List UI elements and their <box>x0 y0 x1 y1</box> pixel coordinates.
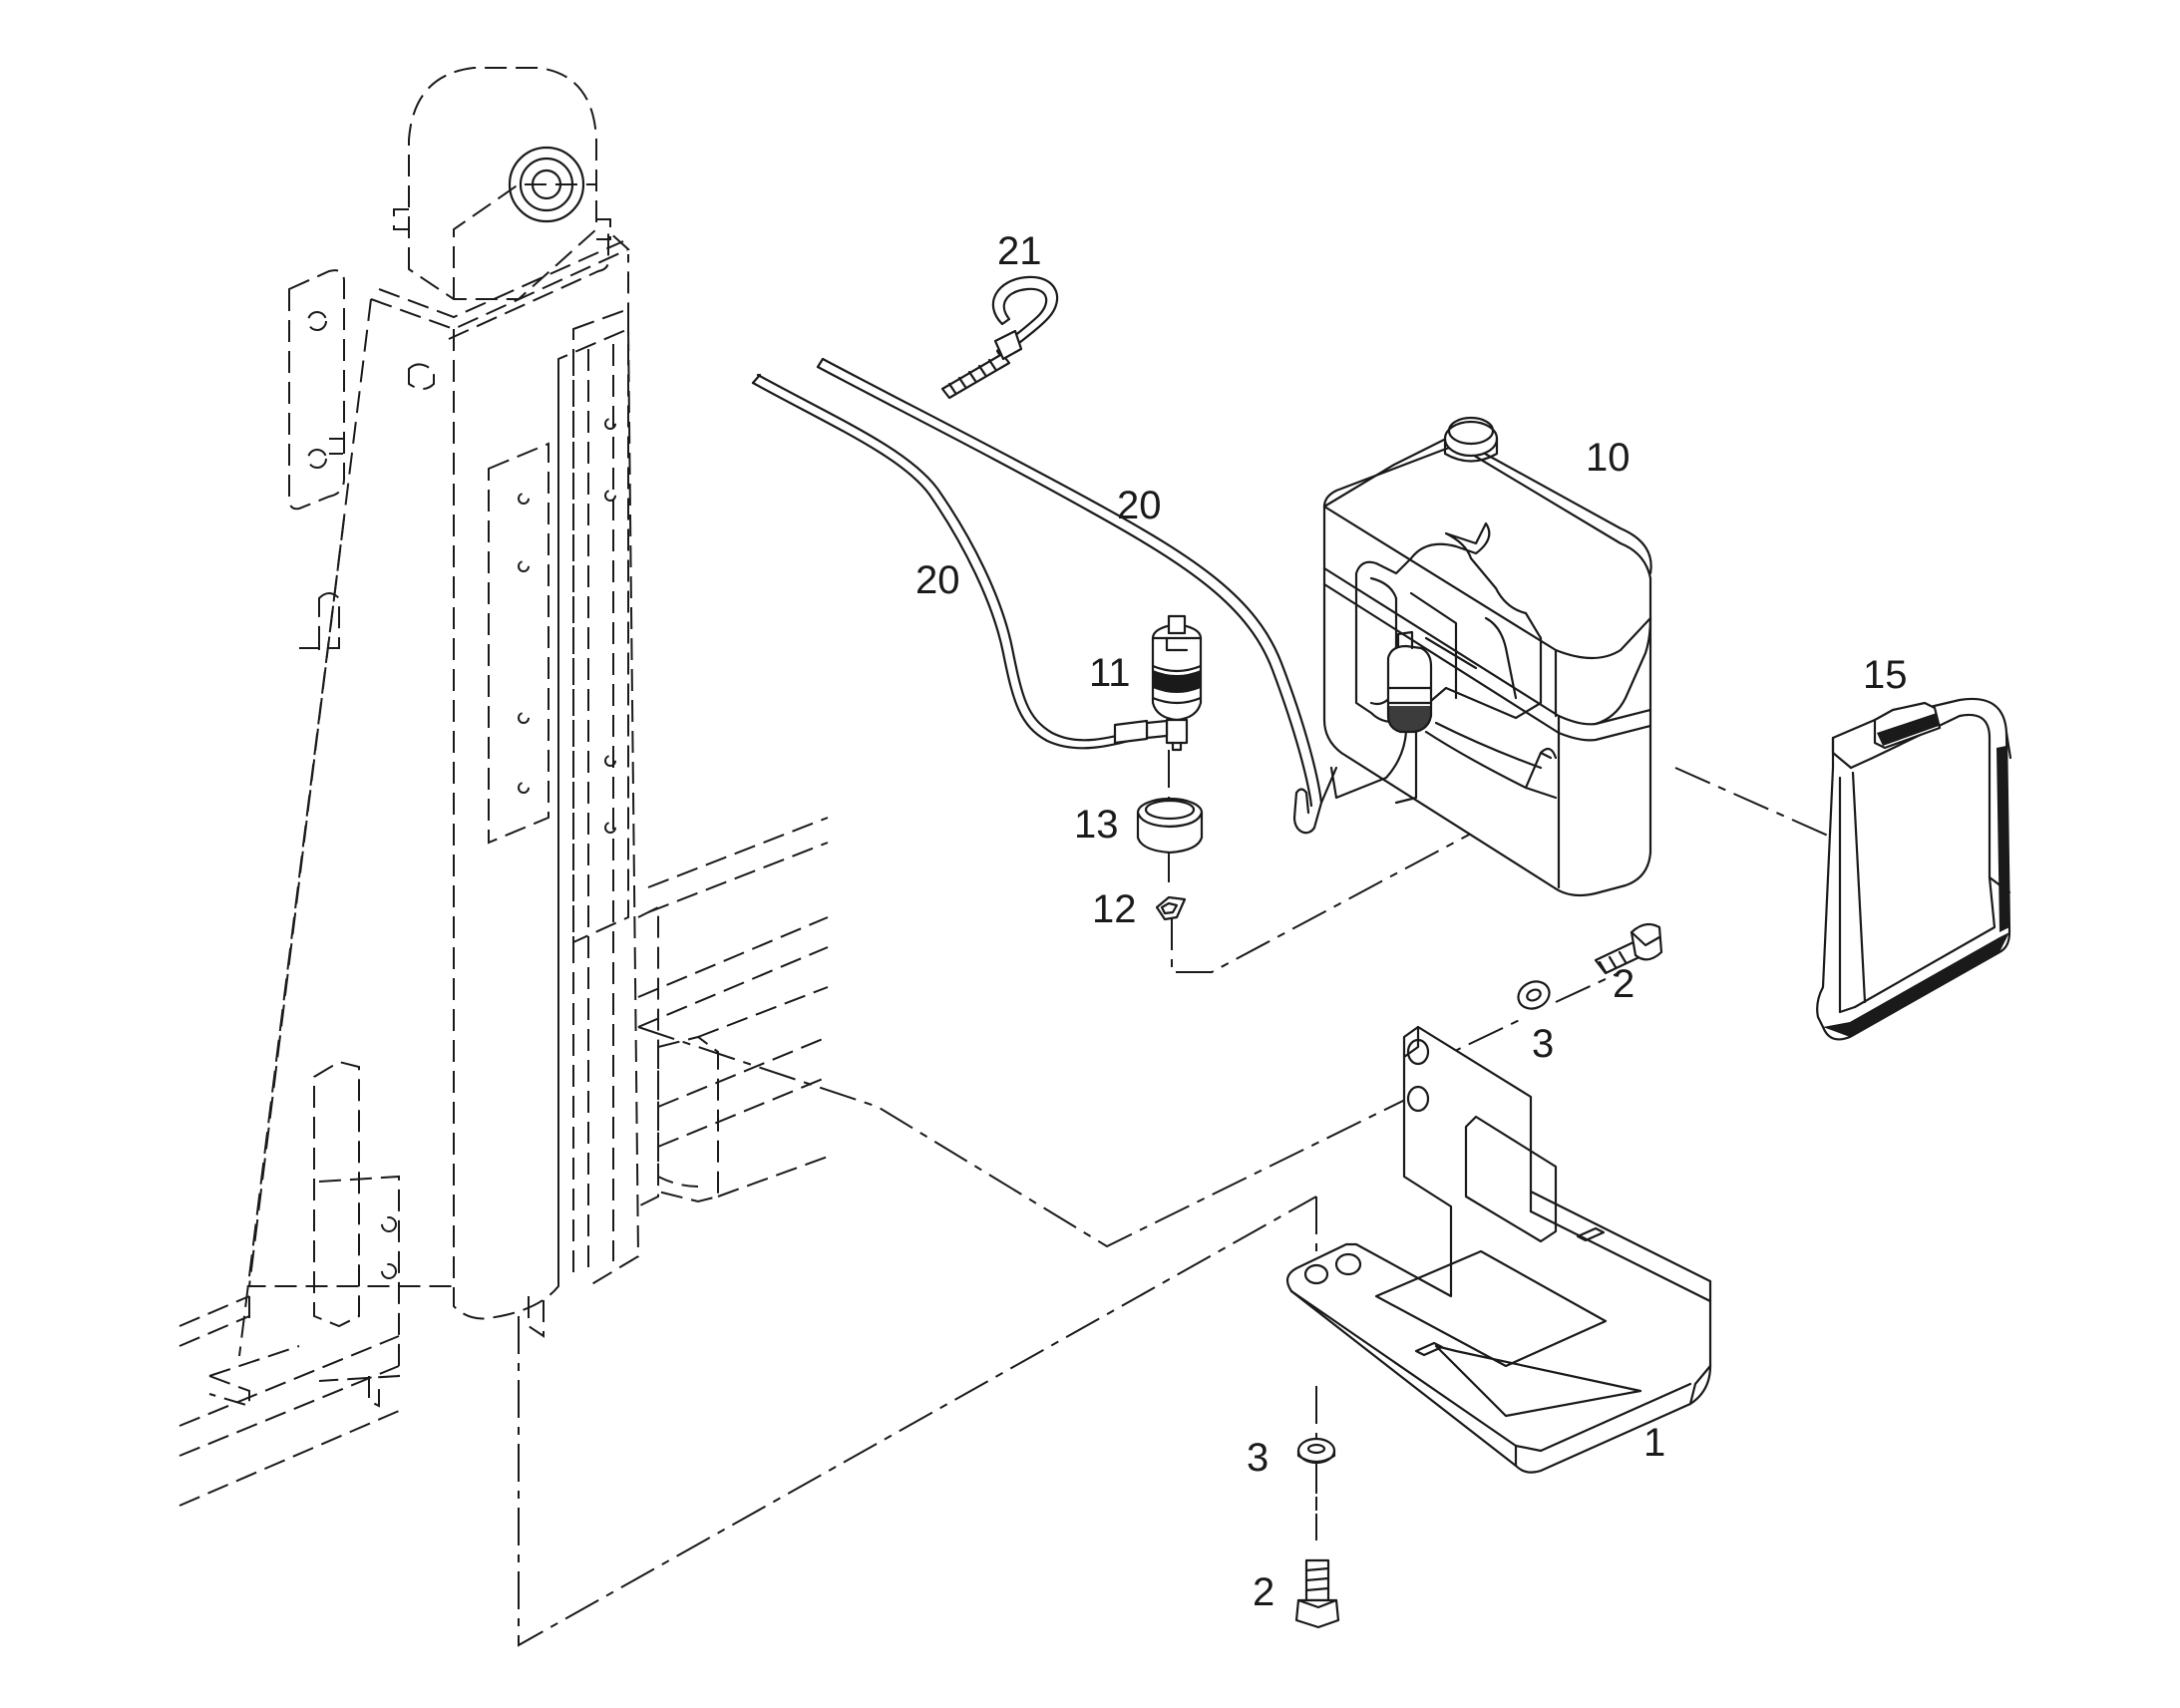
callout-13: 13 <box>1074 803 1119 847</box>
part-21-cable-tie <box>940 275 1059 400</box>
callout-1: 1 <box>1643 1421 1665 1465</box>
part-15-guard-cover <box>1816 697 2012 1041</box>
assembly-leader-lines <box>518 750 1901 1647</box>
callout-labels: 1 2 2 3 3 10 11 12 13 15 20 20 21 <box>915 229 1908 1614</box>
callout-2-upper: 2 <box>1613 962 1635 1006</box>
mast-assembly-outline <box>179 67 829 1507</box>
callout-12: 12 <box>1092 887 1137 931</box>
callout-3-lower: 3 <box>1247 1436 1269 1480</box>
part-3-washer-upper <box>1517 980 1551 1010</box>
callout-20-lower: 20 <box>915 558 960 602</box>
callout-3-upper: 3 <box>1532 1022 1554 1066</box>
callout-11: 11 <box>1089 651 1131 695</box>
part-20-hoses <box>751 357 1338 835</box>
part-1-mounting-bracket <box>1285 1025 1712 1474</box>
part-2-bolt-upper <box>1594 922 1663 975</box>
part-12-grommet <box>1155 895 1187 921</box>
callout-10: 10 <box>1586 436 1631 480</box>
part-11-washer-pump <box>1145 614 1203 752</box>
part-10-washer-reservoir <box>1322 416 1652 897</box>
callout-20-upper: 20 <box>1117 484 1162 527</box>
callout-2-lower: 2 <box>1253 1570 1274 1614</box>
part-3-washer-lower <box>1296 1437 1336 1465</box>
callout-15: 15 <box>1863 653 1908 697</box>
callout-21: 21 <box>997 229 1042 273</box>
part-2-bolt-lower <box>1294 1558 1340 1629</box>
part-13-seal-ring <box>1136 797 1204 854</box>
